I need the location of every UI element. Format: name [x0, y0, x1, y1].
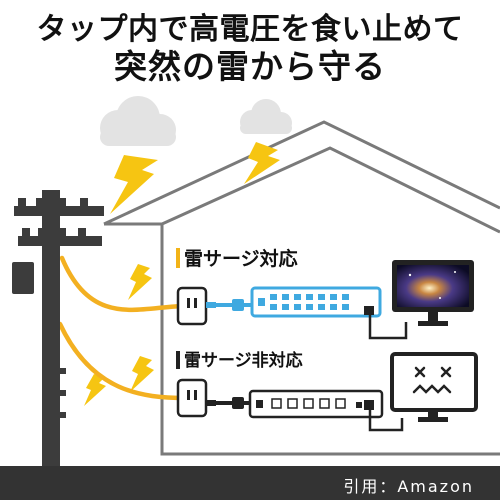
surge-protected-text: 雷サージ対応 [184, 248, 298, 270]
lightning-bolt-icon [128, 264, 152, 300]
cloud-icon [240, 99, 292, 134]
label-marker [176, 248, 180, 268]
lightning-bolt-icon [84, 374, 106, 406]
dizzy-face-icon [412, 366, 452, 394]
utility-pole [12, 190, 104, 466]
label-marker [176, 351, 180, 369]
lightning-bolt-icon [130, 356, 154, 392]
cloud-icon [100, 96, 176, 146]
lightning-bolt-icon [244, 142, 280, 184]
tv-broken [390, 352, 478, 422]
power-line [59, 255, 189, 313]
illustration [12, 96, 500, 466]
wall-outlet [176, 286, 208, 326]
surge-protected-label: 雷サージ対応 [176, 244, 298, 271]
surge-unprotected-text: 雷サージ非対応 [184, 351, 303, 371]
headline-line-1: タップ内で高電圧を食い止めて [36, 12, 464, 47]
power-strip-protected [206, 286, 382, 318]
surge-unprotected-label: 雷サージ非対応 [176, 346, 303, 371]
footer-bar: 引用：Amazon [0, 466, 500, 500]
tv-protected [392, 260, 474, 326]
power-line [57, 321, 189, 401]
tv-cable [368, 315, 408, 340]
wall-outlet [176, 378, 208, 418]
lightning-bolt-icon [110, 155, 158, 214]
house-outline [103, 120, 500, 456]
headline-line-2: 突然の雷から守る [114, 47, 386, 86]
tv-cable [368, 410, 404, 432]
power-strip-unprotected [206, 389, 384, 419]
source-credit: 引用：Amazon [343, 477, 474, 496]
